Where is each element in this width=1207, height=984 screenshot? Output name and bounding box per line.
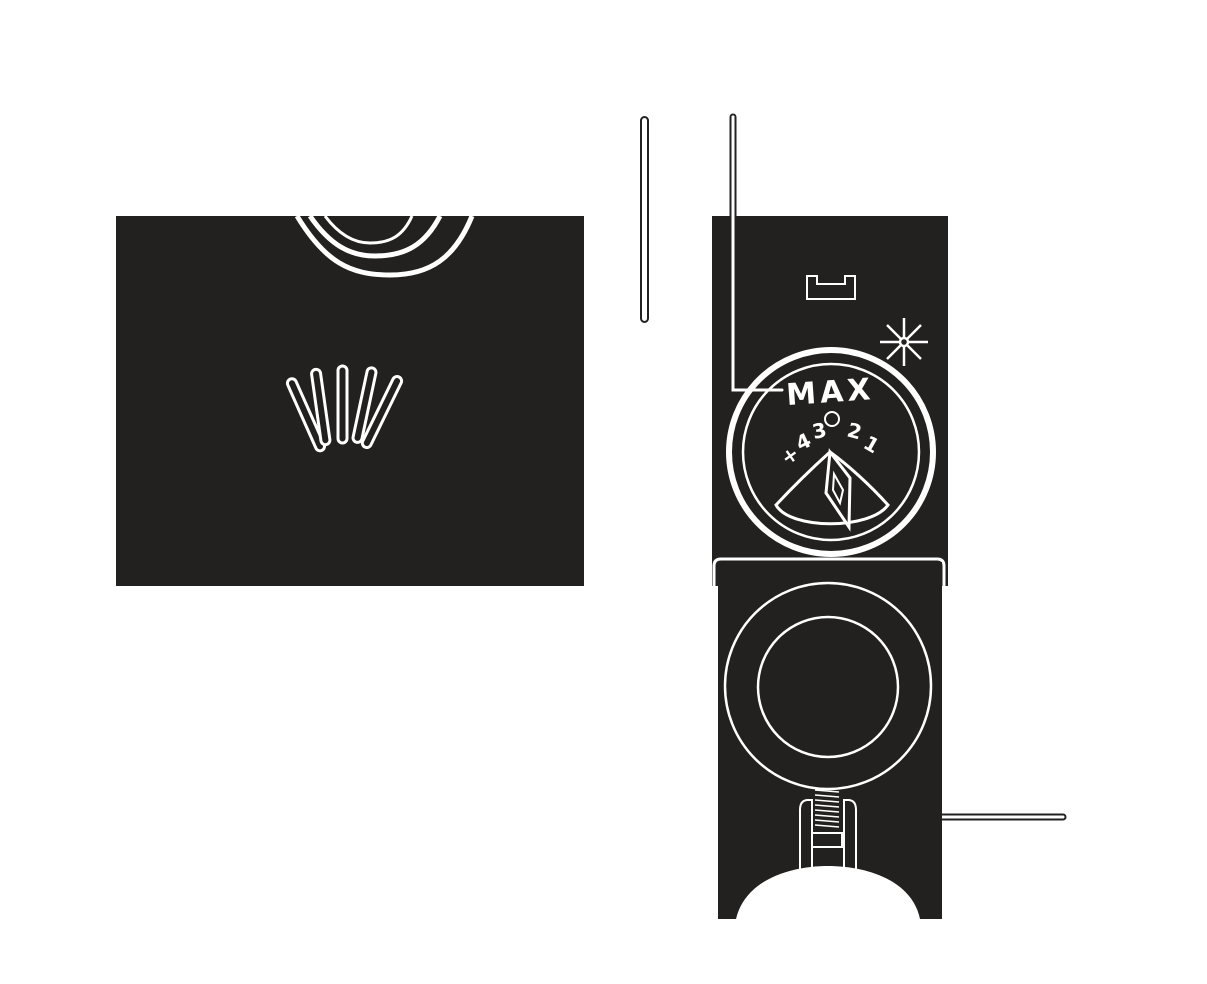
- dial-max-label: MAX: [785, 372, 875, 413]
- snowflake-icon: [880, 318, 928, 366]
- right-lower-panel-bg: [712, 557, 946, 586]
- callout-line-1: [640, 116, 649, 323]
- heat-fan-icon: [285, 364, 404, 453]
- dial-number-2: 2: [845, 418, 865, 445]
- spring-hinge: [799, 789, 857, 870]
- left-panel: [116, 214, 584, 586]
- left-panel-bg: [116, 216, 584, 586]
- ice-tray-icon: [806, 275, 856, 300]
- bottom-dome: [736, 866, 920, 919]
- dial-off-marker: [824, 411, 840, 427]
- right-lower-panel: [712, 557, 946, 919]
- top-arc-shape: [294, 214, 475, 278]
- right-upper-panel: MAX + 4 3 2 1: [712, 115, 948, 586]
- knob[interactable]: [723, 581, 933, 791]
- dial-number-3: 3: [810, 418, 829, 444]
